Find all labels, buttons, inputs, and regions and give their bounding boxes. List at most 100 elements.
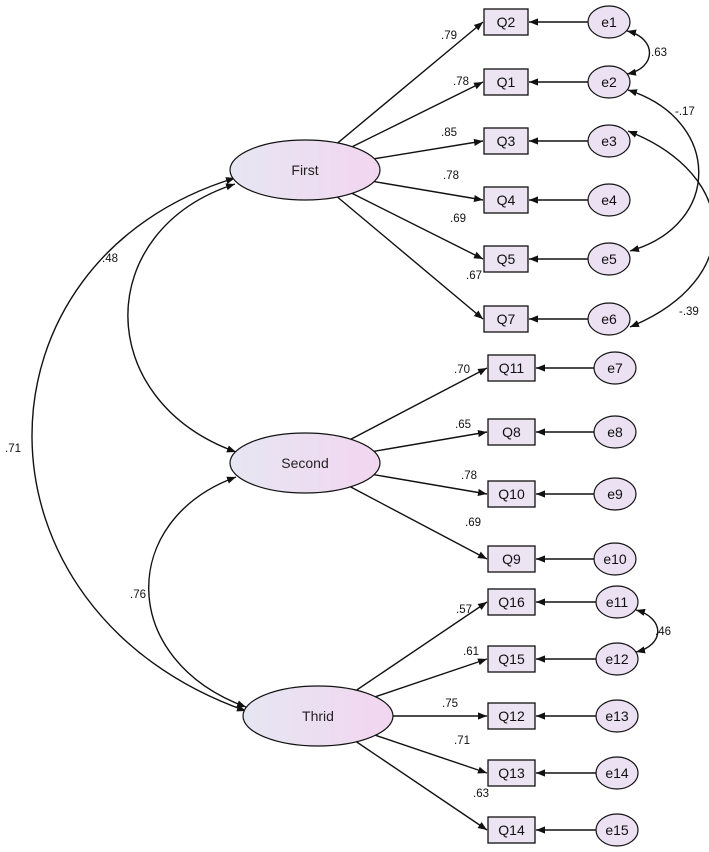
factor-label-second: Second [281, 455, 328, 471]
correlation-label-first-thrid: .71 [5, 443, 21, 455]
item-box-q7 [483, 305, 529, 333]
item-box-q16 [487, 588, 536, 616]
item-label-q3: Q3 [497, 133, 516, 149]
item-label-q12: Q12 [498, 708, 525, 724]
item-box-q1 [483, 68, 529, 96]
correlation-arrow-second-thrid [148, 476, 247, 708]
factor-second [229, 432, 381, 494]
loading-label-q1: .78 [453, 76, 469, 88]
item-box-q14 [487, 816, 536, 844]
item-box-q3 [483, 127, 529, 155]
factor-first [229, 139, 381, 201]
loading-path-layer [336, 18, 596, 834]
loading-label-q7: .67 [466, 270, 482, 282]
correlation-label-second-thrid: .76 [130, 589, 146, 601]
item-label-q10: Q10 [498, 486, 525, 502]
item-label-q14: Q14 [498, 822, 525, 838]
loading-label-q4: .78 [443, 170, 459, 182]
item-box-q10 [487, 480, 536, 508]
error-node-e10 [593, 542, 637, 576]
loading-label-q14: .63 [473, 788, 489, 800]
correlation-arrow-first-second [127, 183, 237, 453]
error-node-e12 [595, 642, 639, 676]
loading-arrow-q13 [373, 734, 488, 774]
item-label-q16: Q16 [498, 594, 525, 610]
error-covariance-e2-e5 [627, 89, 700, 253]
covariance-label-e11-e12: .46 [655, 626, 671, 638]
error-label-e15: e15 [605, 822, 629, 838]
loading-label-q5: .69 [450, 213, 466, 225]
loading-arrow-q16 [354, 601, 488, 692]
factor-label-first: First [291, 162, 318, 178]
error-node-e2 [587, 65, 631, 99]
loading-arrow-q7 [336, 195, 484, 320]
factor-correlation-layer [31, 177, 247, 712]
item-label-q9: Q9 [502, 551, 521, 567]
factor-label-thrid: Thrid [302, 708, 334, 724]
error-covariance-layer [626, 29, 709, 654]
item-label-q4: Q4 [497, 192, 516, 208]
item-box-q9 [487, 545, 536, 573]
loading-arrow-q9 [348, 485, 488, 560]
node-layer [229, 5, 639, 847]
error-label-e13: e13 [605, 708, 629, 724]
loading-arrow-q4 [371, 180, 484, 203]
loading-label-q8: .65 [455, 419, 471, 431]
error-node-e7 [593, 351, 637, 385]
loading-label-q12: .75 [442, 698, 458, 710]
item-label-q1: Q1 [497, 74, 516, 90]
error-node-e11 [595, 585, 639, 619]
item-label-q7: Q7 [497, 311, 516, 327]
error-node-e14 [595, 756, 639, 790]
item-box-q5 [483, 245, 529, 273]
error-label-e11: e11 [606, 594, 629, 610]
error-node-e3 [587, 124, 631, 158]
error-node-e6 [587, 302, 631, 336]
error-node-e4 [587, 183, 631, 217]
loading-label-q13: .71 [454, 735, 470, 747]
loading-label-q16: .57 [456, 604, 472, 616]
error-label-e3: e3 [601, 133, 617, 149]
item-box-q13 [487, 759, 536, 787]
covariance-label-e1-e2: .63 [651, 47, 667, 59]
error-label-e4: e4 [601, 192, 617, 208]
item-label-q8: Q8 [502, 424, 521, 440]
item-box-q4 [483, 186, 529, 214]
error-covariance-e1-e2 [626, 29, 651, 76]
item-label-q15: Q15 [498, 651, 525, 667]
loading-label-q11: .70 [454, 364, 470, 376]
item-label-q2: Q2 [497, 14, 516, 30]
error-covariance-e11-e12 [635, 608, 659, 654]
item-box-q8 [487, 418, 536, 446]
loading-label-q15: .61 [463, 646, 479, 658]
item-box-q2 [483, 8, 529, 36]
loading-arrow-q2 [336, 21, 484, 145]
error-label-e2: e2 [601, 74, 617, 90]
correlation-label-first-second: .48 [102, 253, 118, 265]
error-node-e1 [587, 5, 631, 39]
item-label-q13: Q13 [498, 765, 525, 781]
error-label-e5: e5 [601, 251, 617, 267]
item-box-q12 [487, 702, 536, 730]
loading-arrow-q11 [349, 367, 488, 441]
loading-arrow-q10 [371, 473, 488, 497]
covariance-label-e2-e5: -.17 [675, 106, 695, 118]
item-label-q5: Q5 [497, 251, 516, 267]
item-label-q11: Q11 [499, 360, 525, 376]
error-label-e8: e8 [607, 424, 623, 440]
loading-arrow-q8 [371, 429, 488, 453]
loading-arrow-q15 [373, 658, 488, 698]
label-layer: .48.76.71.63-.17-.39.46FirstSecondThridQ… [5, 14, 699, 838]
error-node-e5 [587, 242, 631, 276]
error-node-e13 [595, 699, 639, 733]
loading-label-q10: .78 [461, 470, 477, 482]
correlation-arrow-first-thrid [31, 177, 247, 712]
error-label-e6: e6 [601, 311, 617, 327]
loading-arrow-q5 [350, 192, 484, 260]
factor-thrid [242, 685, 394, 747]
loading-label-q9: .69 [465, 517, 481, 529]
loading-label-q3: .85 [441, 127, 457, 139]
loading-arrow-q3 [372, 138, 484, 160]
error-node-e15 [595, 813, 639, 847]
